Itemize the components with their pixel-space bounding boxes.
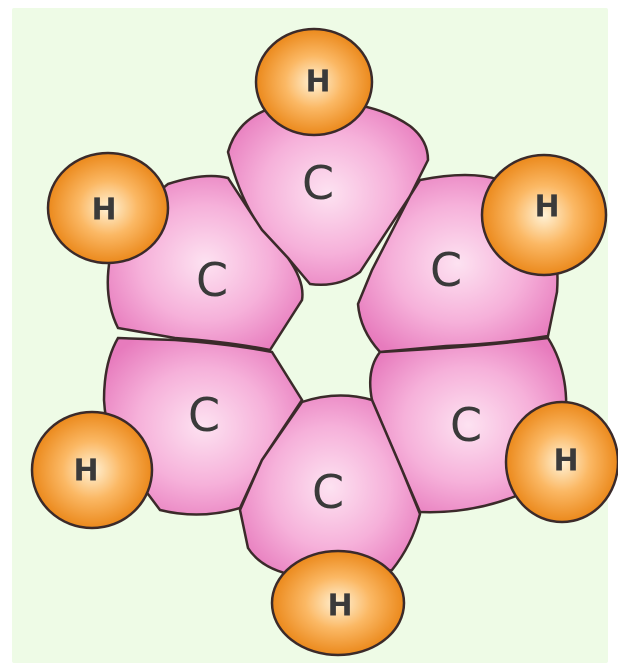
hydrogen-atom-top: H <box>254 27 374 137</box>
hydrogen-atom-upper-right: H <box>480 153 608 277</box>
hydrogen-atom-lower-right: H <box>504 400 618 524</box>
carbon-atoms: C C C C C <box>102 100 568 581</box>
carbon-atom-bottom: C <box>238 394 422 581</box>
carbon-label: C <box>196 253 228 307</box>
hydrogen-atom-upper-left: H <box>46 151 170 265</box>
hydrogen-atoms: H H H H H H <box>30 27 618 657</box>
carbon-label: C <box>312 465 344 519</box>
carbon-label: C <box>450 398 482 452</box>
carbon-label: C <box>188 388 220 442</box>
hydrogen-atom-bottom: H <box>270 549 406 657</box>
hydrogen-atom-lower-left: H <box>30 410 154 530</box>
carbon-label: C <box>302 156 334 210</box>
hydrogen-label: H <box>327 589 352 624</box>
carbon-label: C <box>430 243 462 297</box>
hydrogen-label: H <box>553 444 578 479</box>
hydrogen-label: H <box>91 193 116 228</box>
hydrogen-label: H <box>73 454 98 489</box>
hydrogen-label: H <box>534 190 559 225</box>
carbon-atom-lower-left: C <box>102 336 304 516</box>
hydrogen-label: H <box>305 65 330 100</box>
